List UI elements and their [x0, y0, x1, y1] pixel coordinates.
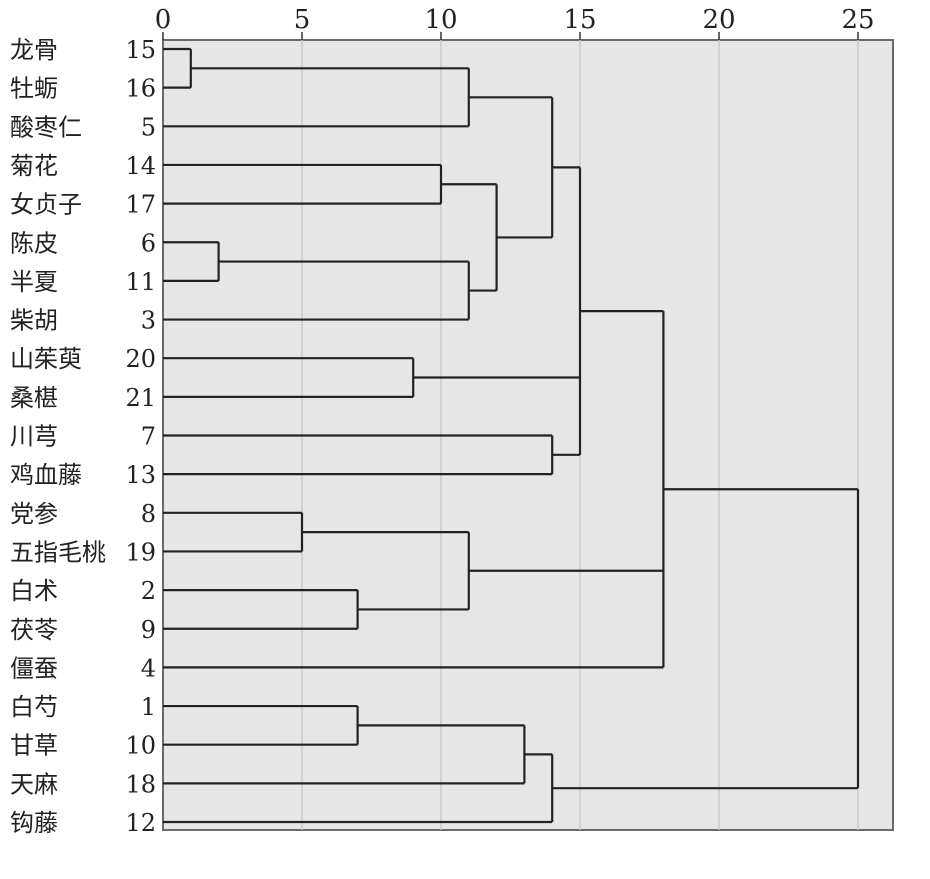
axis-tick-label: 0 — [155, 5, 172, 35]
leaf-label: 山茱萸 — [10, 345, 82, 373]
leaf-label: 天麻 — [10, 770, 58, 798]
leaf-label: 女贞子 — [10, 191, 82, 219]
leaf-id: 16 — [125, 75, 156, 103]
axis-tick-label: 20 — [702, 5, 735, 35]
leaf-label: 鸡血藤 — [10, 461, 82, 489]
leaf-id: 11 — [125, 268, 156, 296]
axis-tick-label: 5 — [294, 5, 311, 35]
leaf-id: 17 — [125, 191, 156, 219]
leaf-id: 7 — [141, 423, 156, 451]
leaf-id: 6 — [141, 229, 156, 257]
leaf-label: 牡蛎 — [10, 75, 58, 103]
leaf-id: 19 — [125, 538, 156, 566]
leaf-id: 5 — [141, 113, 156, 141]
leaf-label: 茯苓 — [10, 616, 58, 644]
leaf-label: 党参 — [10, 500, 58, 528]
leaf-id: 18 — [125, 770, 156, 798]
leaf-label: 僵蚕 — [10, 654, 58, 682]
leaf-label: 甘草 — [10, 732, 58, 760]
leaf-id: 3 — [141, 307, 156, 335]
leaf-label: 钩藤 — [10, 809, 58, 837]
leaf-label: 桑椹 — [10, 384, 58, 412]
leaf-id: 15 — [125, 36, 156, 64]
leaf-label: 五指毛桃 — [10, 538, 106, 566]
leaf-id: 4 — [141, 654, 156, 682]
leaf-id: 1 — [141, 693, 156, 721]
axis-tick-label: 10 — [424, 5, 457, 35]
leaf-id: 14 — [125, 152, 156, 180]
leaf-id: 9 — [141, 616, 156, 644]
axis-tick-label: 15 — [563, 5, 596, 35]
leaf-label: 川芎 — [10, 423, 58, 451]
leaf-label: 酸枣仁 — [10, 113, 82, 141]
leaf-label: 白芍 — [10, 693, 58, 721]
leaf-label: 菊花 — [10, 152, 58, 180]
leaf-id: 12 — [125, 809, 156, 837]
leaf-label: 柴胡 — [10, 307, 58, 335]
leaf-id: 8 — [141, 500, 156, 528]
leaf-id: 2 — [141, 577, 156, 605]
leaf-label: 半夏 — [10, 268, 58, 296]
leaf-label: 陈皮 — [10, 229, 58, 257]
axis-tick-label: 25 — [841, 5, 874, 35]
leaf-label: 白术 — [10, 577, 58, 605]
leaf-id: 21 — [125, 384, 156, 412]
leaf-id: 10 — [125, 732, 156, 760]
leaf-label: 龙骨 — [10, 36, 58, 64]
leaf-id: 13 — [125, 461, 156, 489]
leaf-id: 20 — [125, 345, 156, 373]
